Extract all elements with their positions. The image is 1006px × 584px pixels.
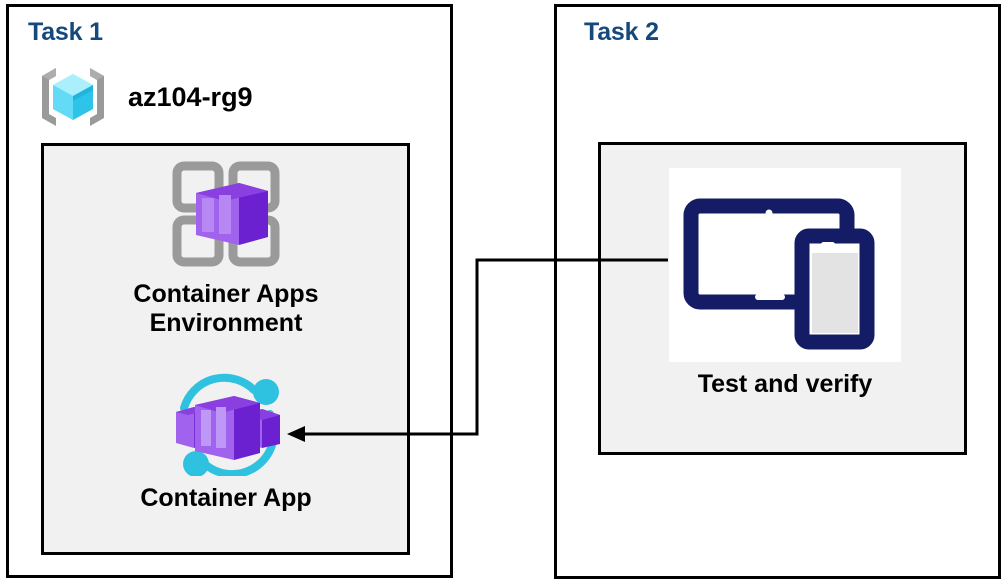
node-container-apps-environment[interactable]: Container Apps Environment xyxy=(60,158,392,337)
resource-group-label: az104-rg9 xyxy=(128,81,253,112)
task-1-title: Task 1 xyxy=(28,18,103,46)
container-app-icon xyxy=(162,372,290,479)
node-label-test-and-verify: Test and verify xyxy=(697,370,873,398)
resource-group-row: az104-rg9 xyxy=(36,58,336,136)
node-container-app[interactable]: Container App xyxy=(60,372,392,513)
task-2-title: Task 2 xyxy=(584,18,659,46)
container-apps-environment-icon xyxy=(167,158,285,270)
node-label-container-app: Container App xyxy=(140,484,312,512)
node-label-container-apps-environment: Container Apps Environment xyxy=(133,280,319,337)
tablet-and-phone-devices-icon xyxy=(669,168,901,362)
resource-group-cube-icon xyxy=(36,60,110,134)
node-test-and-verify[interactable]: Test and verify xyxy=(640,168,930,399)
